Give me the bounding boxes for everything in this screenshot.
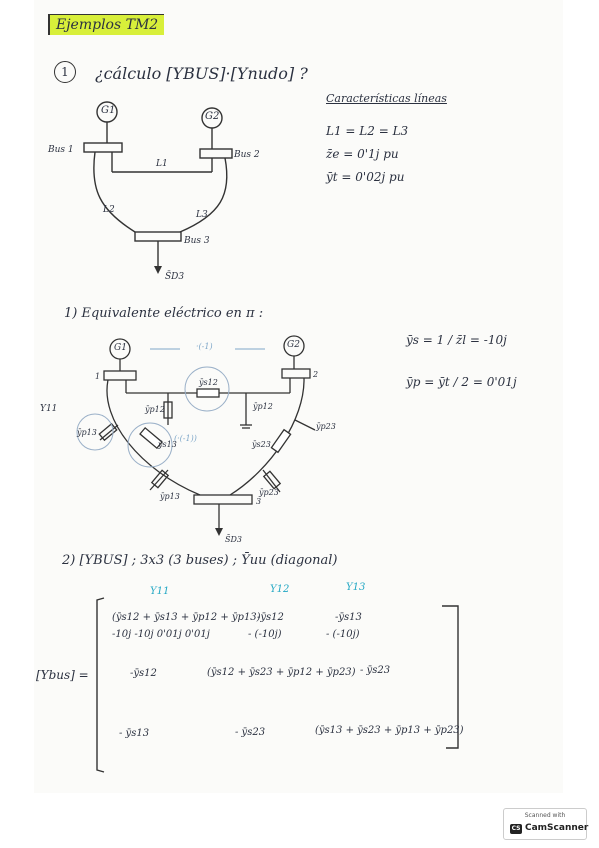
step2-title: 2) [YBUS] ; 3x3 (3 buses) ; Ȳuu (diagona… [62, 553, 338, 568]
question-text: ¿cálculo [YBUS]·[Ynudo] ? [95, 64, 308, 83]
admittance-label: ȳp12 [145, 405, 165, 414]
admittance-label: ȳp23 [316, 422, 336, 431]
line-label: L1 [156, 159, 168, 169]
scanner-caption: Scanned with [524, 812, 566, 819]
matrix-cell: (ȳs12 + ȳs23 + ȳp12 + ȳp23) [207, 667, 356, 678]
feature-line: L1 = L2 = L3 [326, 124, 409, 138]
matrix-cell: (ȳs12 + ȳs13 + ȳp12 + ȳp13) [112, 612, 261, 623]
feature-line: z̄e = 0'1j pu [326, 147, 399, 161]
bus-number: 2 [313, 370, 319, 379]
question-number: 1 [54, 61, 76, 83]
scanner-name: CamScanner [525, 823, 589, 833]
admittance-label: ȳp13 [77, 428, 97, 437]
bus-label: Bus 3 [184, 236, 210, 246]
side-note: Y11 [40, 404, 58, 414]
admittance-label: ȳp23 [259, 488, 279, 497]
bus-label: Bus 2 [234, 150, 260, 160]
matrix-cell: - ȳs13 [119, 728, 150, 739]
column-header: Y12 [270, 584, 290, 595]
matrix-cell: - (-10j) [326, 629, 360, 640]
scanned-page [34, 0, 563, 793]
line-label: L3 [196, 210, 208, 220]
ys-formula: ȳs = 1 / z̄l = -10j [406, 333, 507, 347]
admittance-label: ȳs13 [158, 440, 177, 449]
admittance-label: ȳs23 [252, 440, 271, 449]
current-label: (·(-1)) [174, 434, 197, 443]
page-title: Ejemplos TM2 [48, 14, 165, 35]
scanner-badge: Scanned with CS CamScanner [503, 808, 589, 840]
column-header: Y13 [346, 582, 366, 593]
matrix-cell: (ȳs13 + ȳs23 + ȳp13 + ȳp23) [315, 725, 464, 736]
yp-formula: ȳp = ȳt / 2 = 0'01j [406, 375, 517, 389]
matrix-cell: - ȳs23 [235, 727, 266, 738]
step1-title: 1) Equivalente eléctrico en π : [64, 306, 264, 321]
matrix-cell: -ȳs12 [130, 668, 157, 679]
load-label: S̄D3 [225, 535, 242, 544]
bus-number: 1 [95, 372, 101, 381]
matrix-cell: -ȳs12 [257, 612, 284, 623]
feature-line: ȳt = 0'02j pu [326, 170, 405, 184]
matrix-cell: -10j -10j 0'01j 0'01j [112, 629, 210, 640]
matrix-cell: -ȳs13 [335, 612, 362, 623]
load-label: S̄D3 [165, 272, 185, 282]
camscanner-logo-icon: CS [510, 824, 522, 834]
bus-number: 3 [256, 497, 262, 506]
bus-label: Bus 1 [48, 145, 74, 155]
features-heading: Características líneas [326, 92, 447, 105]
column-header: Y11 [150, 586, 170, 597]
generator-label: G1 [101, 105, 116, 116]
generator-label: G2 [205, 111, 220, 122]
line-label: L2 [103, 205, 115, 215]
matrix-cell: - (-10j) [248, 629, 282, 640]
admittance-label: ȳp13 [160, 492, 180, 501]
current-label: ·(-1) [196, 342, 213, 351]
matrix-lhs: [Ybus] = [36, 668, 89, 682]
admittance-label: ȳp12 [253, 402, 273, 411]
generator-label: G1 [114, 343, 127, 353]
generator-label: G2 [287, 340, 300, 350]
admittance-label: ȳs12 [199, 378, 218, 387]
matrix-cell: - ȳs23 [360, 665, 391, 676]
